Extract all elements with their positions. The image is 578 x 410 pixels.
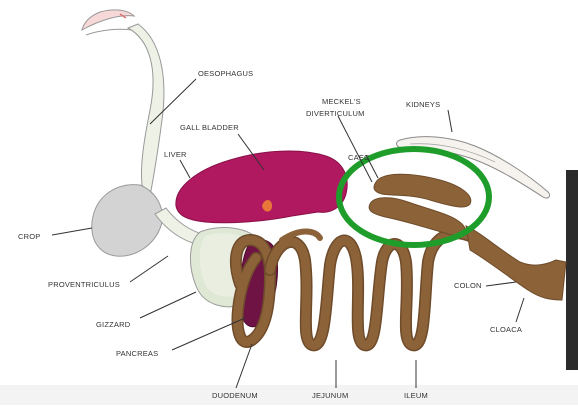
beak-outline (82, 10, 134, 35)
right-edge-shadow (566, 170, 578, 370)
label-cloaca: CLOACA (490, 325, 522, 334)
label-duodenum: DUODENUM (212, 391, 258, 400)
label-gall-bladder: GALL BLADDER (180, 123, 239, 132)
label-meckels-line1: MECKEL'S (322, 97, 361, 106)
label-crop: CROP (18, 232, 40, 241)
intestine-loops (236, 232, 470, 346)
label-oesophagus: OESOPHAGUS (198, 69, 253, 78)
label-gizzard: GIZZARD (96, 320, 131, 329)
label-liver: LIVER (164, 150, 187, 159)
label-ileum: ILEUM (404, 391, 428, 400)
label-kidneys: KIDNEYS (406, 100, 440, 109)
oesophagus-shape (128, 24, 164, 196)
label-caeca: CAEC (348, 153, 370, 162)
label-jejunum: JEJUNUM (312, 391, 348, 400)
bottom-fade (0, 385, 578, 405)
label-proventriculus: PROVENTRICULUS (48, 280, 120, 289)
liver-shape (176, 151, 347, 223)
label-colon: COLON (454, 281, 482, 290)
label-pancreas: PANCREAS (116, 349, 158, 358)
label-meckels-line2: DIVERTICULUM (306, 109, 365, 118)
crop-shape (92, 185, 162, 257)
